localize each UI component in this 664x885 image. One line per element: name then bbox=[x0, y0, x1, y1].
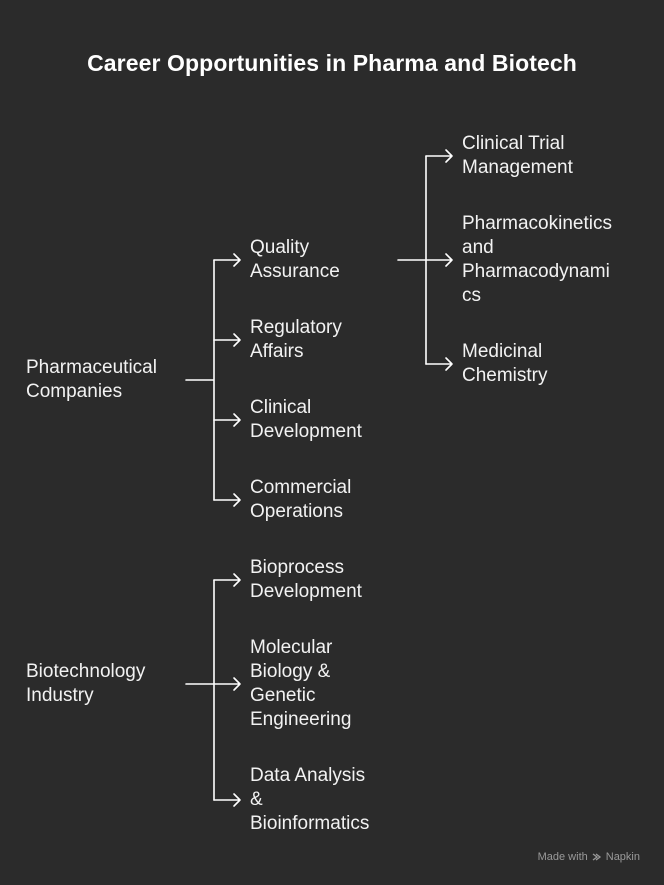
leaf-pharmacokinetics-pharmacodynamics: Pharmacokinetics and Pharmacodynami cs bbox=[462, 213, 612, 306]
diagram-title: Career Opportunities in Pharma and Biote… bbox=[87, 50, 577, 76]
branch-bioprocess-development: Bioprocess Development bbox=[250, 557, 362, 602]
branch-quality-assurance: Quality Assurance bbox=[250, 237, 340, 282]
connector-biotech-trunk bbox=[185, 579, 215, 801]
napkin-logo-icon bbox=[592, 853, 601, 861]
root-biotechnology-industry: Biotechnology Industry bbox=[26, 661, 146, 706]
connector-to-clinical-development bbox=[213, 413, 241, 427]
made-with-credit[interactable]: Made with Napkin bbox=[538, 851, 640, 863]
branch-molecular-biology-genetic-engineering: Molecular Biology & Genetic Engineering bbox=[250, 637, 352, 730]
connector-to-commercial-operations bbox=[213, 493, 241, 507]
connector-to-quality-assurance bbox=[213, 253, 241, 267]
connector-to-pharmacokinetics bbox=[425, 253, 453, 267]
branch-clinical-development: Clinical Development bbox=[250, 397, 362, 442]
connector-qa-trunk bbox=[397, 155, 427, 365]
connector-to-molecular-biology bbox=[213, 677, 241, 691]
root-pharmaceutical-companies: Pharmaceutical Companies bbox=[26, 357, 157, 402]
connector-pharma-trunk bbox=[185, 259, 215, 501]
leaf-clinical-trial-management: Clinical Trial Management bbox=[462, 133, 573, 178]
leaf-medicinal-chemistry: Medicinal Chemistry bbox=[462, 341, 548, 386]
credit-brand: Napkin bbox=[605, 851, 640, 863]
connector-to-regulatory-affairs bbox=[213, 333, 241, 347]
branch-regulatory-affairs: Regulatory Affairs bbox=[250, 317, 342, 362]
connector-to-clinical-trial-management bbox=[425, 149, 453, 163]
branch-commercial-operations: Commercial Operations bbox=[250, 477, 352, 522]
connector-to-data-analysis bbox=[213, 793, 241, 807]
branch-data-analysis-bioinformatics: Data Analysis & Bioinformatics bbox=[250, 765, 370, 834]
connector-to-medicinal-chemistry bbox=[425, 357, 453, 371]
credit-prefix: Made with bbox=[537, 851, 588, 863]
connector-to-bioprocess-development bbox=[213, 573, 241, 587]
